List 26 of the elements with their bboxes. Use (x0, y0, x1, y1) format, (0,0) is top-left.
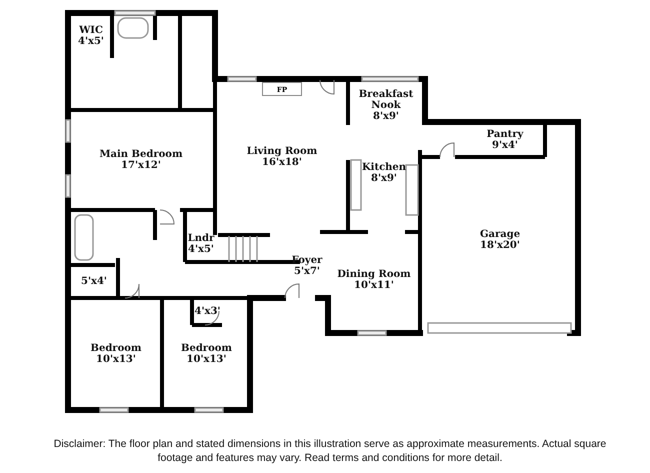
room-name: Lndr (188, 233, 214, 244)
room-dimensions: 4'x5' (78, 36, 104, 47)
room-name: Bedroom (181, 343, 232, 354)
room-dimensions: 8'x9' (370, 172, 397, 184)
room-dimensions: 10'x13' (96, 354, 136, 365)
room-name: WIC (79, 25, 103, 36)
room-dimensions: 5'x4' (80, 276, 107, 286)
room-name: Garage (480, 229, 520, 240)
room-dimensions: 18'x20' (480, 240, 520, 251)
room-name: Bedroom (90, 343, 142, 354)
room-dimensions: 8'x9' (372, 110, 399, 122)
room-dimensions: 5'x7' (294, 266, 320, 277)
room-name: Kitchen (362, 162, 406, 172)
room-dimensions: 4'x5' (188, 244, 214, 255)
room-dimensions: 16'x18' (262, 157, 302, 168)
room-name: Living Room (246, 146, 318, 157)
room-dimensions: 9'x4' (492, 140, 518, 151)
room-name: Dining Room (337, 269, 411, 280)
room-dimensions: 4'x3' (194, 306, 220, 316)
room-dimensions: 17'x12' (121, 160, 161, 171)
disclaimer-text: Disclaimer: The floor plan and stated dimensions in this illustration serve as approximate measurements. Actual square footage and features may vary. Read terms and conditions for more detail. (52, 437, 608, 465)
room-name: Breakfast Nook (358, 88, 414, 110)
room-name: Pantry (486, 129, 524, 140)
room-dimensions: 10'x11' (354, 280, 394, 291)
room-dimensions: 10'x13' (186, 354, 226, 365)
room-name: Main Bedroom (99, 149, 183, 160)
